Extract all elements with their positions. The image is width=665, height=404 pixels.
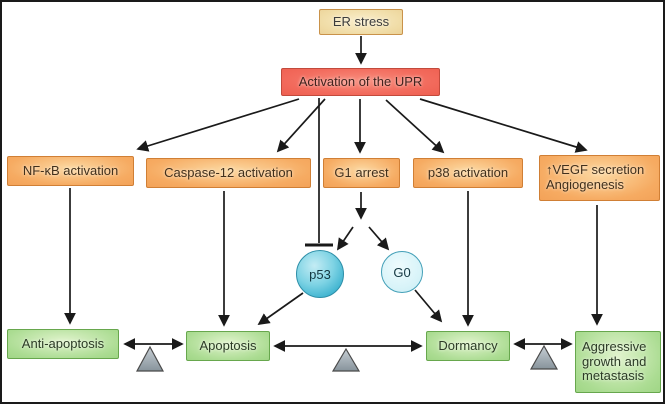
node-g0: G0 [381, 251, 423, 293]
fulcrum-triangle-left [135, 345, 165, 372]
node-dormancy: Dormancy [426, 331, 510, 361]
arrow-g0-to-dormancy [414, 289, 443, 323]
arrow-g1-to-p53 [336, 226, 354, 251]
node-apoptosis: Apoptosis [186, 331, 270, 361]
fulcrum-triangle-middle [331, 347, 361, 372]
angiogenesis-label: Angiogenesis [546, 177, 625, 192]
arrow-upr-to-nfkb [136, 98, 300, 152]
node-g1-arrest: G1 arrest [323, 158, 400, 188]
arrow-g1-to-g0 [368, 226, 390, 251]
fulcrum-triangle-right [529, 344, 559, 370]
arrow-upr-to-p38 [385, 99, 445, 154]
node-aggressive-growth: Aggressive growth and metastasis [575, 331, 661, 393]
node-vegf-angiogenesis: ↑VEGF secretion Angiogenesis [539, 155, 660, 201]
node-p38-activation: p38 activation [413, 158, 523, 188]
node-anti-apoptosis: Anti-apoptosis [7, 329, 119, 359]
vegf-secretion-label: ↑VEGF secretion [546, 162, 645, 178]
node-upr-activation: Activation of the UPR [281, 68, 440, 96]
arrow-upr-to-vegf [419, 98, 588, 153]
arrow-upr-to-caspase12 [276, 98, 326, 153]
node-nfkb-activation: NF-κB activation [7, 156, 134, 186]
node-er-stress: ER stress [319, 9, 403, 35]
node-p53: p53 [296, 250, 344, 298]
arrow-p53-to-apoptosis [257, 292, 304, 326]
node-caspase12-activation: Caspase-12 activation [146, 158, 311, 188]
